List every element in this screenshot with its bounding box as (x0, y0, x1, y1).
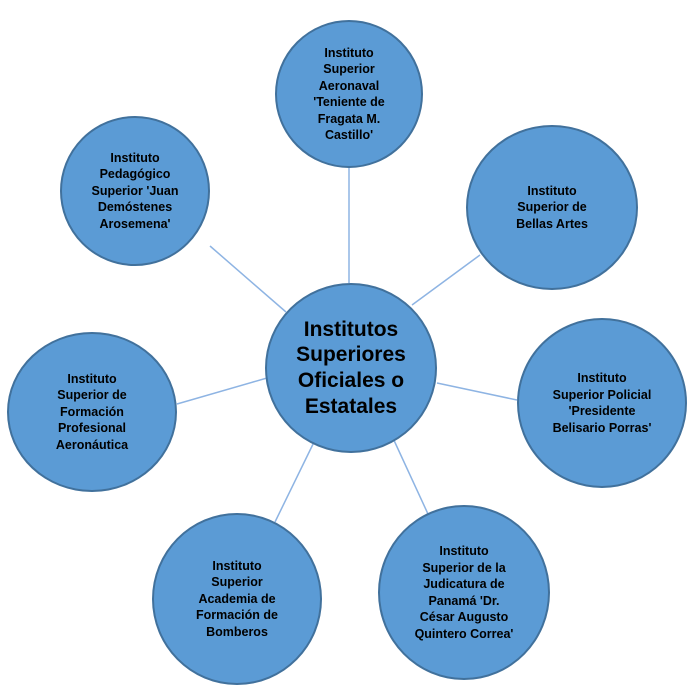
node-instituto-aeronaval: Instituto Superior Aeronaval 'Teniente d… (275, 20, 423, 168)
connector-lower-left (274, 437, 317, 523)
node-label: Instituto Pedagógico Superior 'Juan Demó… (91, 150, 179, 231)
node-instituto-judicatura: Instituto Superior de la Judicatura de P… (378, 505, 550, 680)
node-label: Instituto Superior Academia de Formación… (196, 558, 278, 639)
node-center-institutos-superiores: Institutos Superiores Oficiales o Estata… (265, 283, 437, 453)
node-label: Instituto Superior de Bellas Artes (516, 183, 588, 231)
node-instituto-aeronautica: Instituto Superior de Formación Profesio… (7, 332, 177, 492)
node-instituto-bellas-artes: Instituto Superior de Bellas Artes (466, 125, 638, 290)
node-label: Instituto Superior Aeronaval 'Teniente d… (313, 45, 385, 143)
node-label: Instituto Superior Policial 'Presidente … (552, 371, 652, 435)
node-instituto-policial: Instituto Superior Policial 'Presidente … (517, 318, 687, 488)
connector-lower-right (391, 435, 429, 515)
connector-right (436, 382, 518, 401)
connector-upper-left (209, 245, 287, 313)
node-label: Instituto Superior de Formación Profesio… (55, 371, 129, 452)
node-instituto-bomberos: Instituto Superior Academia de Formación… (152, 513, 322, 685)
connector-left (176, 377, 268, 405)
connector-upper-right (411, 254, 481, 306)
center-node-label: Institutos Superiores Oficiales o Estata… (296, 317, 406, 418)
node-label: Instituto Superior de la Judicatura de P… (414, 544, 514, 641)
node-instituto-pedagogico: Instituto Pedagógico Superior 'Juan Demó… (60, 116, 210, 266)
